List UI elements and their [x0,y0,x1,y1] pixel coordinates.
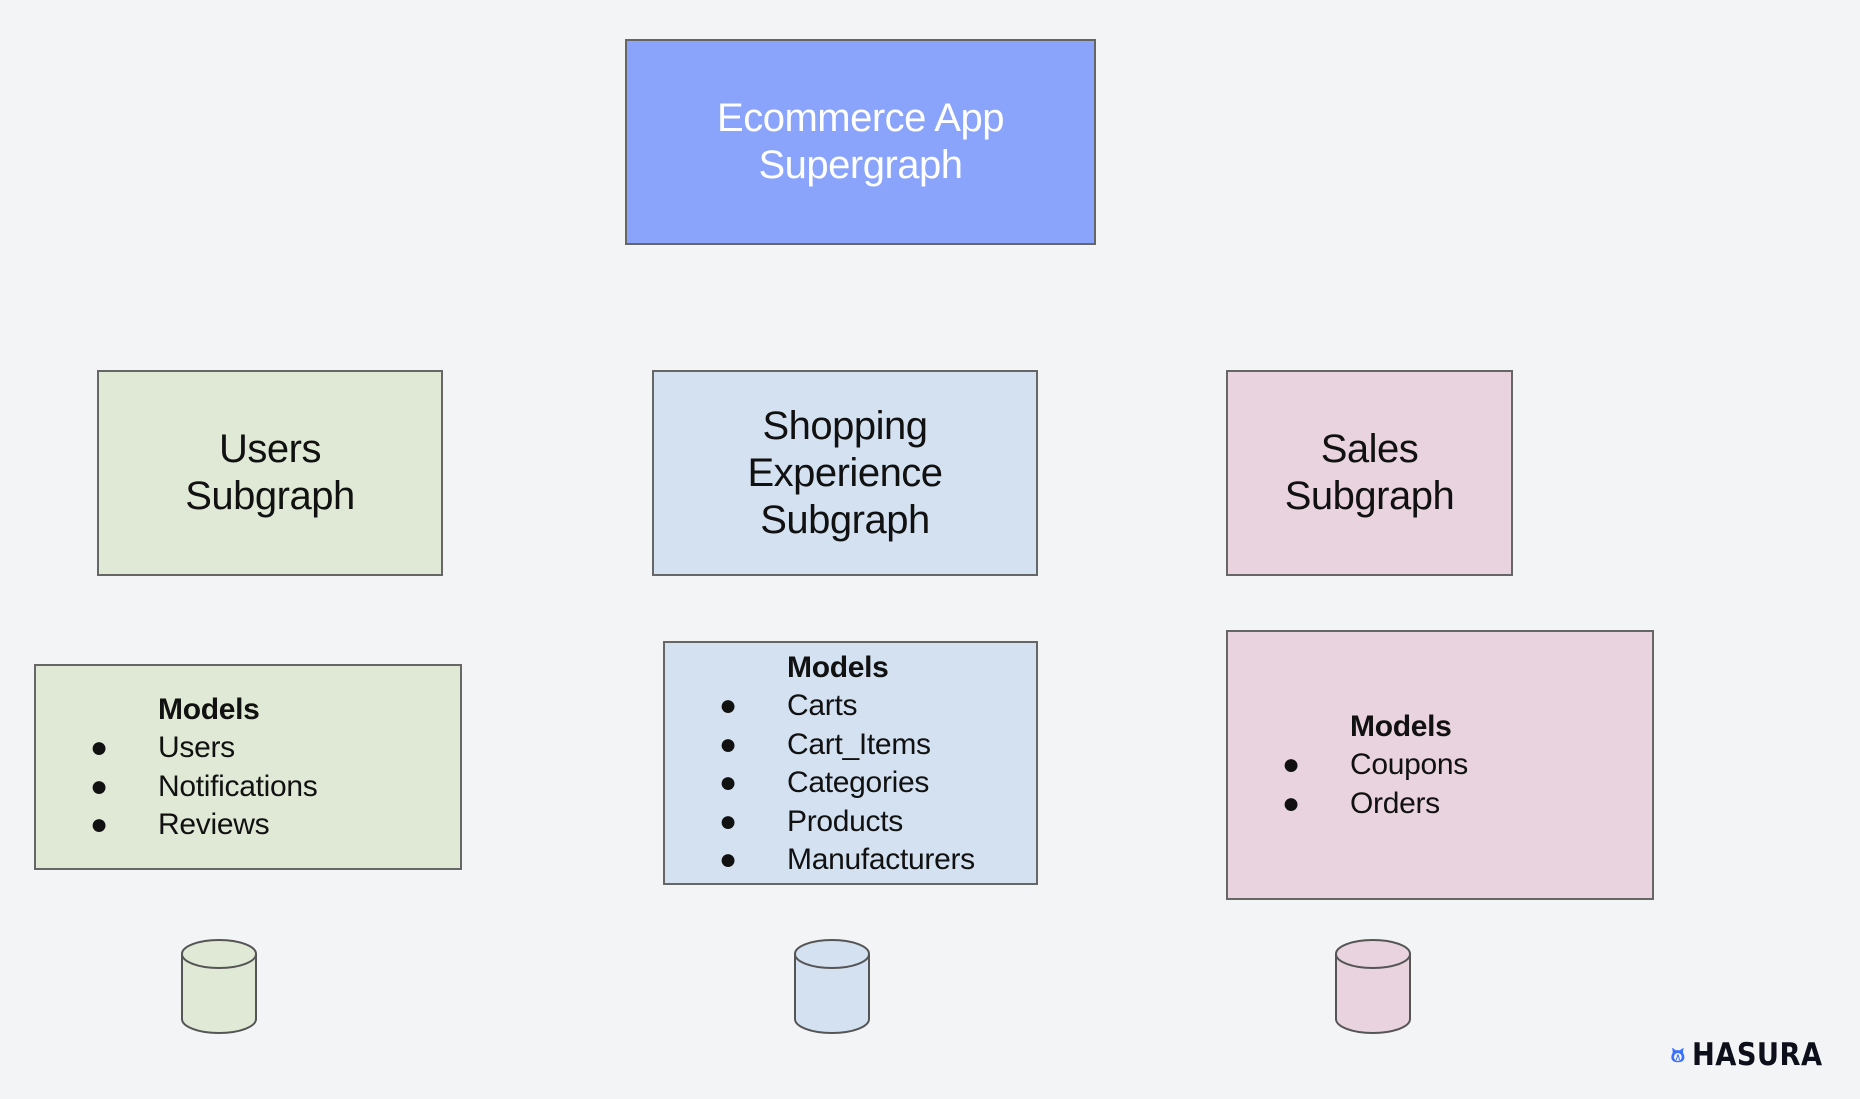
model-item: ●Notifications [90,768,318,807]
shopping-models-list: ●Carts ●Cart_Items ●Categories ●Products… [719,687,975,880]
shopping-models-content: Models ●Carts ●Cart_Items ●Categories ●P… [719,649,975,880]
users-subgraph-box: Users Subgraph [97,370,443,576]
bullet-icon: ● [719,804,737,838]
models-heading: Models [1350,710,1452,743]
supergraph-box: Ecommerce App Supergraph [625,39,1096,245]
users-models-content: Models ●Users ●Notifications ●Reviews [90,691,318,845]
bullet-icon: ● [90,769,108,803]
model-item: ●Users [90,729,318,768]
model-item: ●Orders [1282,785,1468,824]
sales-database-cylinder-icon [1335,939,1411,1034]
shopping-database-cylinder-icon [794,939,870,1034]
hasura-logo-text: HASURA [1691,1037,1823,1073]
bullet-icon: ● [719,766,737,799]
bullet-icon: ● [1282,786,1300,820]
models-heading: Models [158,693,260,726]
users-models-list: ●Users ●Notifications ●Reviews [90,729,318,845]
bullet-icon: ● [719,843,737,876]
shopping-experience-subgraph-box: Shopping Experience Subgraph [652,370,1038,576]
bullet-icon: ● [719,689,737,722]
supergraph-title: Ecommerce App Supergraph [717,96,1004,187]
bullet-icon: ● [1282,748,1300,781]
model-item: ●Products [719,803,975,842]
model-item: ●Reviews [90,806,318,845]
model-item: ●Cart_Items [719,726,975,765]
sales-models-box: Models ●Coupons ●Orders [1226,630,1654,900]
model-item: ●Categories [719,764,975,803]
bullet-icon: ● [90,731,108,764]
sales-models-content: Models ●Coupons ●Orders [1282,708,1468,824]
model-item: ●Coupons [1282,746,1468,785]
shopping-models-box: Models ●Carts ●Cart_Items ●Categories ●P… [663,641,1038,885]
sales-subgraph-title: Sales Subgraph [1284,427,1455,518]
hasura-logo: HASURA [1670,1028,1840,1082]
hasura-logo-icon [1671,1047,1685,1063]
model-item: ●Carts [719,687,975,726]
model-item: ●Manufacturers [719,841,975,880]
models-heading: Models [787,651,889,684]
shopping-experience-subgraph-title: Shopping Experience Subgraph [747,403,943,542]
sales-subgraph-box: Sales Subgraph [1226,370,1513,576]
sales-models-list: ●Coupons ●Orders [1282,746,1468,824]
users-database-cylinder-icon [181,939,257,1034]
users-subgraph-title: Users Subgraph [185,427,355,518]
bullet-icon: ● [719,727,737,761]
users-models-box: Models ●Users ●Notifications ●Reviews [34,664,462,870]
bullet-icon: ● [90,808,108,841]
